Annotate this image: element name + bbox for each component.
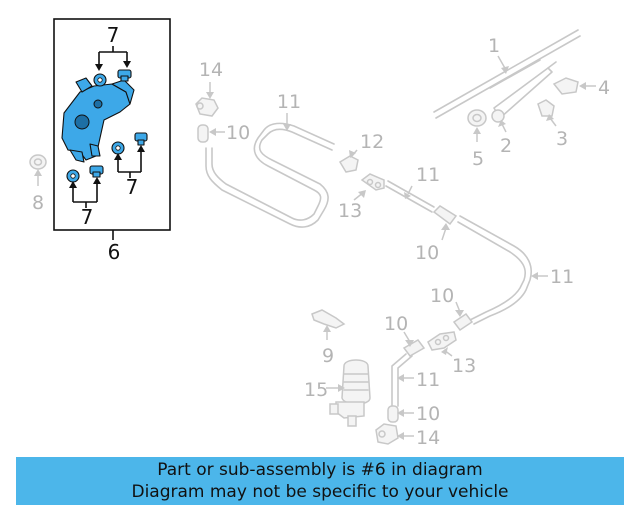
- callout-10-bottom: 10: [416, 403, 440, 425]
- part-13-connector-bottom: [427, 331, 457, 357]
- callout-6: 6: [108, 240, 121, 264]
- callout-13-bottom: 13: [452, 355, 476, 377]
- part-10-joint-right: [452, 301, 474, 332]
- part-10-joint-lower: [402, 331, 426, 357]
- part-3-cap: [537, 99, 557, 127]
- callout-10-lower: 10: [384, 313, 408, 335]
- callout-3: 3: [556, 128, 568, 150]
- callout-15: 15: [304, 379, 328, 401]
- callout-11-top: 11: [277, 91, 301, 113]
- fastener-set-right: [111, 132, 148, 178]
- callout-7-right: 7: [126, 175, 139, 199]
- fastener-set-top: [93, 46, 132, 87]
- subassembly-6-box: [53, 18, 171, 231]
- callout-7-bottom: 7: [81, 205, 94, 229]
- part-9-bracket: [311, 309, 346, 340]
- wiper-motor-assembly: [61, 77, 135, 163]
- callout-12: 12: [360, 131, 384, 153]
- part-11-hose-short: [391, 353, 414, 407]
- banner-line-1: Part or sub-assembly is #6 in diagram: [157, 460, 483, 480]
- part-14-bottom-nozzle: [375, 423, 414, 445]
- part-11-hose-long: [457, 215, 548, 325]
- callout-11-bottom: 11: [416, 369, 440, 391]
- part-14-top-nozzle: [195, 82, 219, 117]
- callout-13-top: 13: [338, 200, 362, 222]
- part-12-valve: [338, 149, 359, 173]
- part-4-cover: [552, 77, 596, 95]
- info-banner: Part or sub-assembly is #6 in diagram Di…: [16, 457, 624, 505]
- part-5-nut: [467, 109, 487, 142]
- callout-14-top: 14: [199, 59, 223, 81]
- callout-10-right: 10: [430, 285, 454, 307]
- callout-5: 5: [472, 148, 484, 170]
- part-10-joint-top: [197, 124, 225, 143]
- callout-11-mid: 11: [416, 164, 440, 186]
- callout-10-mid: 10: [415, 242, 439, 264]
- callout-2: 2: [500, 135, 512, 157]
- callout-11-right: 11: [550, 266, 574, 288]
- callout-10-top: 10: [226, 122, 250, 144]
- banner-line-2: Diagram may not be specific to your vehi…: [131, 482, 509, 502]
- part-2-wiper-arm: [491, 61, 557, 133]
- part-11-hose-loop: [205, 113, 335, 228]
- callout-9: 9: [322, 345, 334, 367]
- callout-1: 1: [488, 35, 500, 57]
- callout-14-bottom: 14: [416, 427, 440, 449]
- fastener-set-left: [66, 165, 104, 208]
- part-1-wiper-blade: [433, 29, 581, 119]
- part-10-joint-mid: [432, 205, 458, 241]
- part-8-grommet: [29, 154, 47, 186]
- callout-7-top: 7: [107, 23, 120, 47]
- part-15-pump: [326, 359, 371, 427]
- callout-8: 8: [32, 192, 44, 214]
- part-13-connector-top: [353, 173, 385, 201]
- part-11-hose-mid: [385, 180, 435, 213]
- part-10-joint-bottom: [387, 405, 414, 423]
- callout-4: 4: [598, 77, 610, 99]
